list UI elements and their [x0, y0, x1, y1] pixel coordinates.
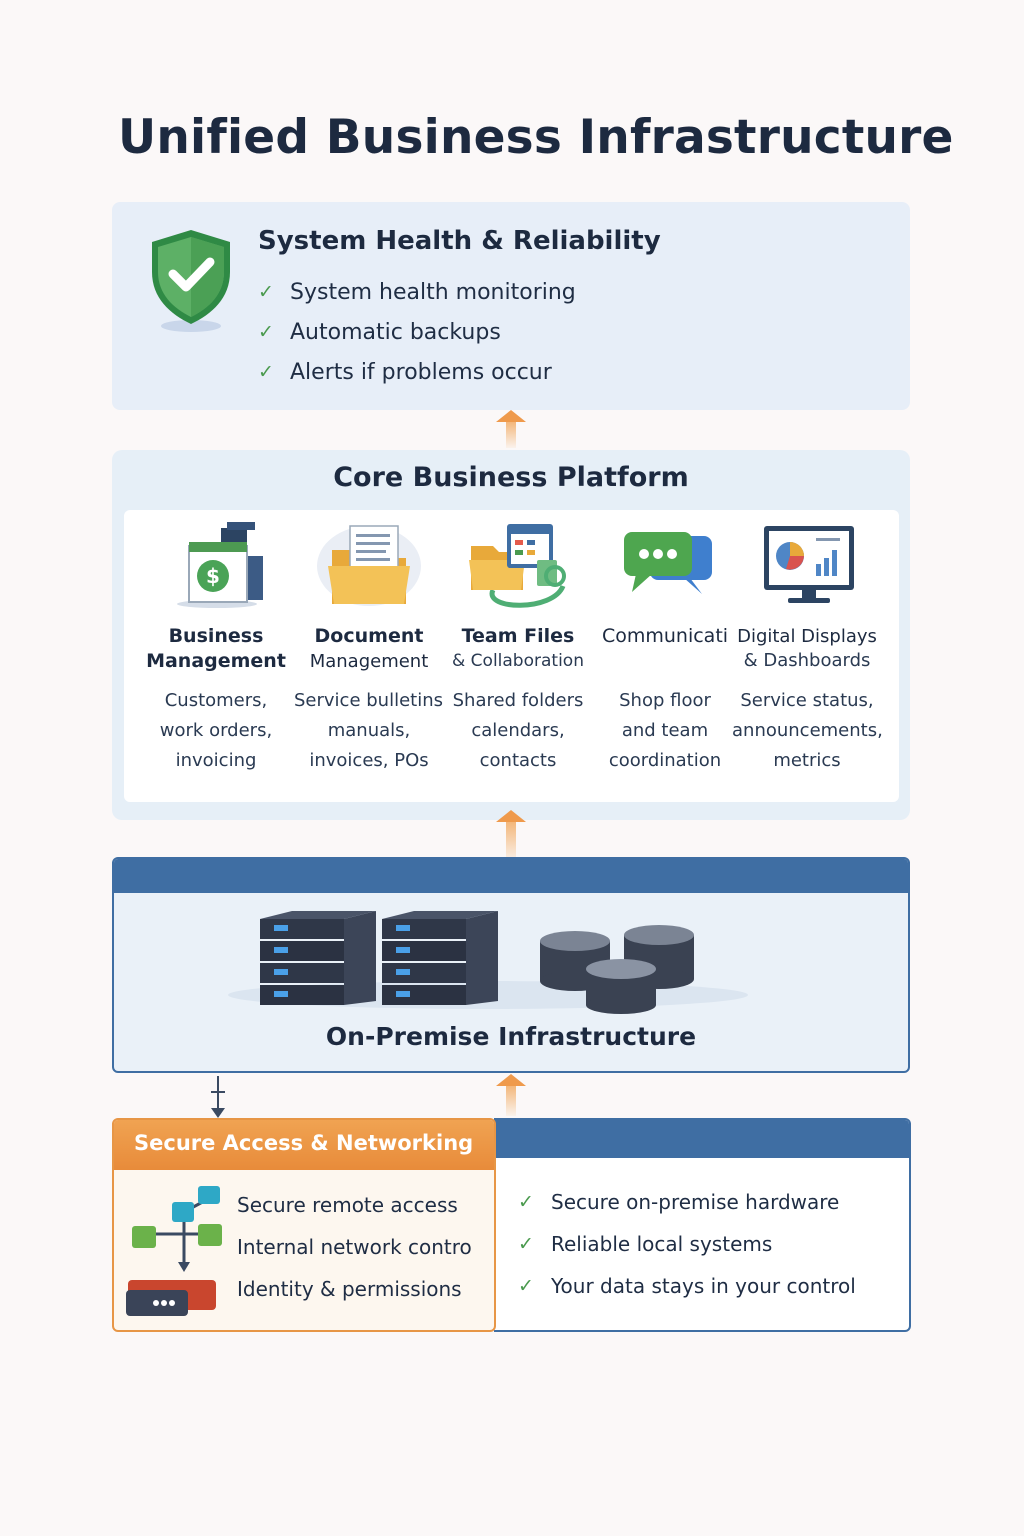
module-description: Service bulletins,manuals,invoices, POs [294, 690, 444, 771]
shield-check-icon [152, 230, 230, 332]
onprem-header-bar [114, 859, 908, 893]
module-description: Service status,announcements,metrics [732, 690, 882, 771]
chat-bubbles-icon [624, 532, 712, 594]
module-subtitle: Management [309, 651, 429, 672]
check-icon: ✓ [518, 1233, 534, 1255]
module-digital-displays: Digital Displays & Dashboards Service st… [732, 520, 882, 790]
list-item: ✓Reliable local systems [518, 1232, 773, 1256]
module-document-management: Document Management Service bulletins,ma… [294, 520, 444, 790]
arrow-up-icon [496, 410, 526, 448]
module-title: Team Files [461, 625, 575, 647]
module-subtitle: & Collaboration [452, 651, 584, 671]
module-subtitle: & Dashboards [743, 650, 871, 671]
list-item: ✓System health monitoring [258, 279, 576, 305]
servers-database-icon [228, 911, 748, 1014]
arrow-down-icon [211, 1076, 225, 1118]
check-icon: ✓ [258, 361, 274, 383]
secure-header [114, 1120, 494, 1170]
module-description: Customers,work orders,invoicing [159, 690, 273, 771]
onprem-panel [112, 857, 910, 1073]
onprem-title: On-Premise Infrastructure [325, 1022, 697, 1051]
list-item: ✓Automatic backups [258, 319, 501, 345]
secure-title: Secure Access & Networking [134, 1131, 474, 1155]
list-item: ✓Your data stays in your control [518, 1274, 856, 1298]
arrow-up-icon [496, 1074, 526, 1116]
list-item: Secure remote access [237, 1193, 458, 1217]
check-icon: ✓ [258, 321, 274, 343]
module-title: Communicati [601, 625, 729, 647]
hardware-list: ✓Secure on-premise hardware ✓Reliable lo… [518, 1181, 856, 1307]
shared-folders-icon [469, 524, 566, 608]
document-folder-icon [317, 525, 421, 606]
invoice-dollar-icon: $ [177, 522, 263, 608]
page-title: Unified Business Infrastructure [118, 110, 954, 165]
check-icon: ✓ [518, 1191, 534, 1213]
list-item: Internal network contro [237, 1235, 472, 1259]
module-subtitle: Management [146, 650, 286, 672]
list-item: ✓Alerts if problems occur [258, 359, 552, 385]
secure-list: Secure remote access Internal network co… [237, 1184, 493, 1310]
check-icon: ✓ [258, 281, 274, 303]
core-title: Core Business Platform [333, 462, 689, 493]
module-title: Business [168, 625, 264, 647]
module-team-files: Team Files & Collaboration Shared folder… [443, 520, 593, 790]
hardware-panel [494, 1118, 911, 1332]
module-title: Digital Displays [737, 626, 877, 647]
hardware-header-bar [494, 1120, 909, 1158]
check-icon: ✓ [518, 1275, 534, 1297]
network-router-icon [126, 1186, 222, 1316]
list-item: ✓Secure on-premise hardware [518, 1190, 840, 1214]
health-title: System Health & Reliability [258, 226, 661, 256]
monitor-dashboard-icon [764, 526, 854, 603]
svg-text:$: $ [206, 564, 220, 588]
health-list: ✓System health monitoring ✓Automatic bac… [258, 272, 576, 392]
module-business-management: $ Business Management Customers,work ord… [141, 520, 291, 790]
list-item: Identity & permissions [237, 1277, 462, 1301]
health-panel [112, 202, 910, 410]
module-title: Document [314, 625, 424, 647]
arrow-up-icon [496, 810, 526, 862]
